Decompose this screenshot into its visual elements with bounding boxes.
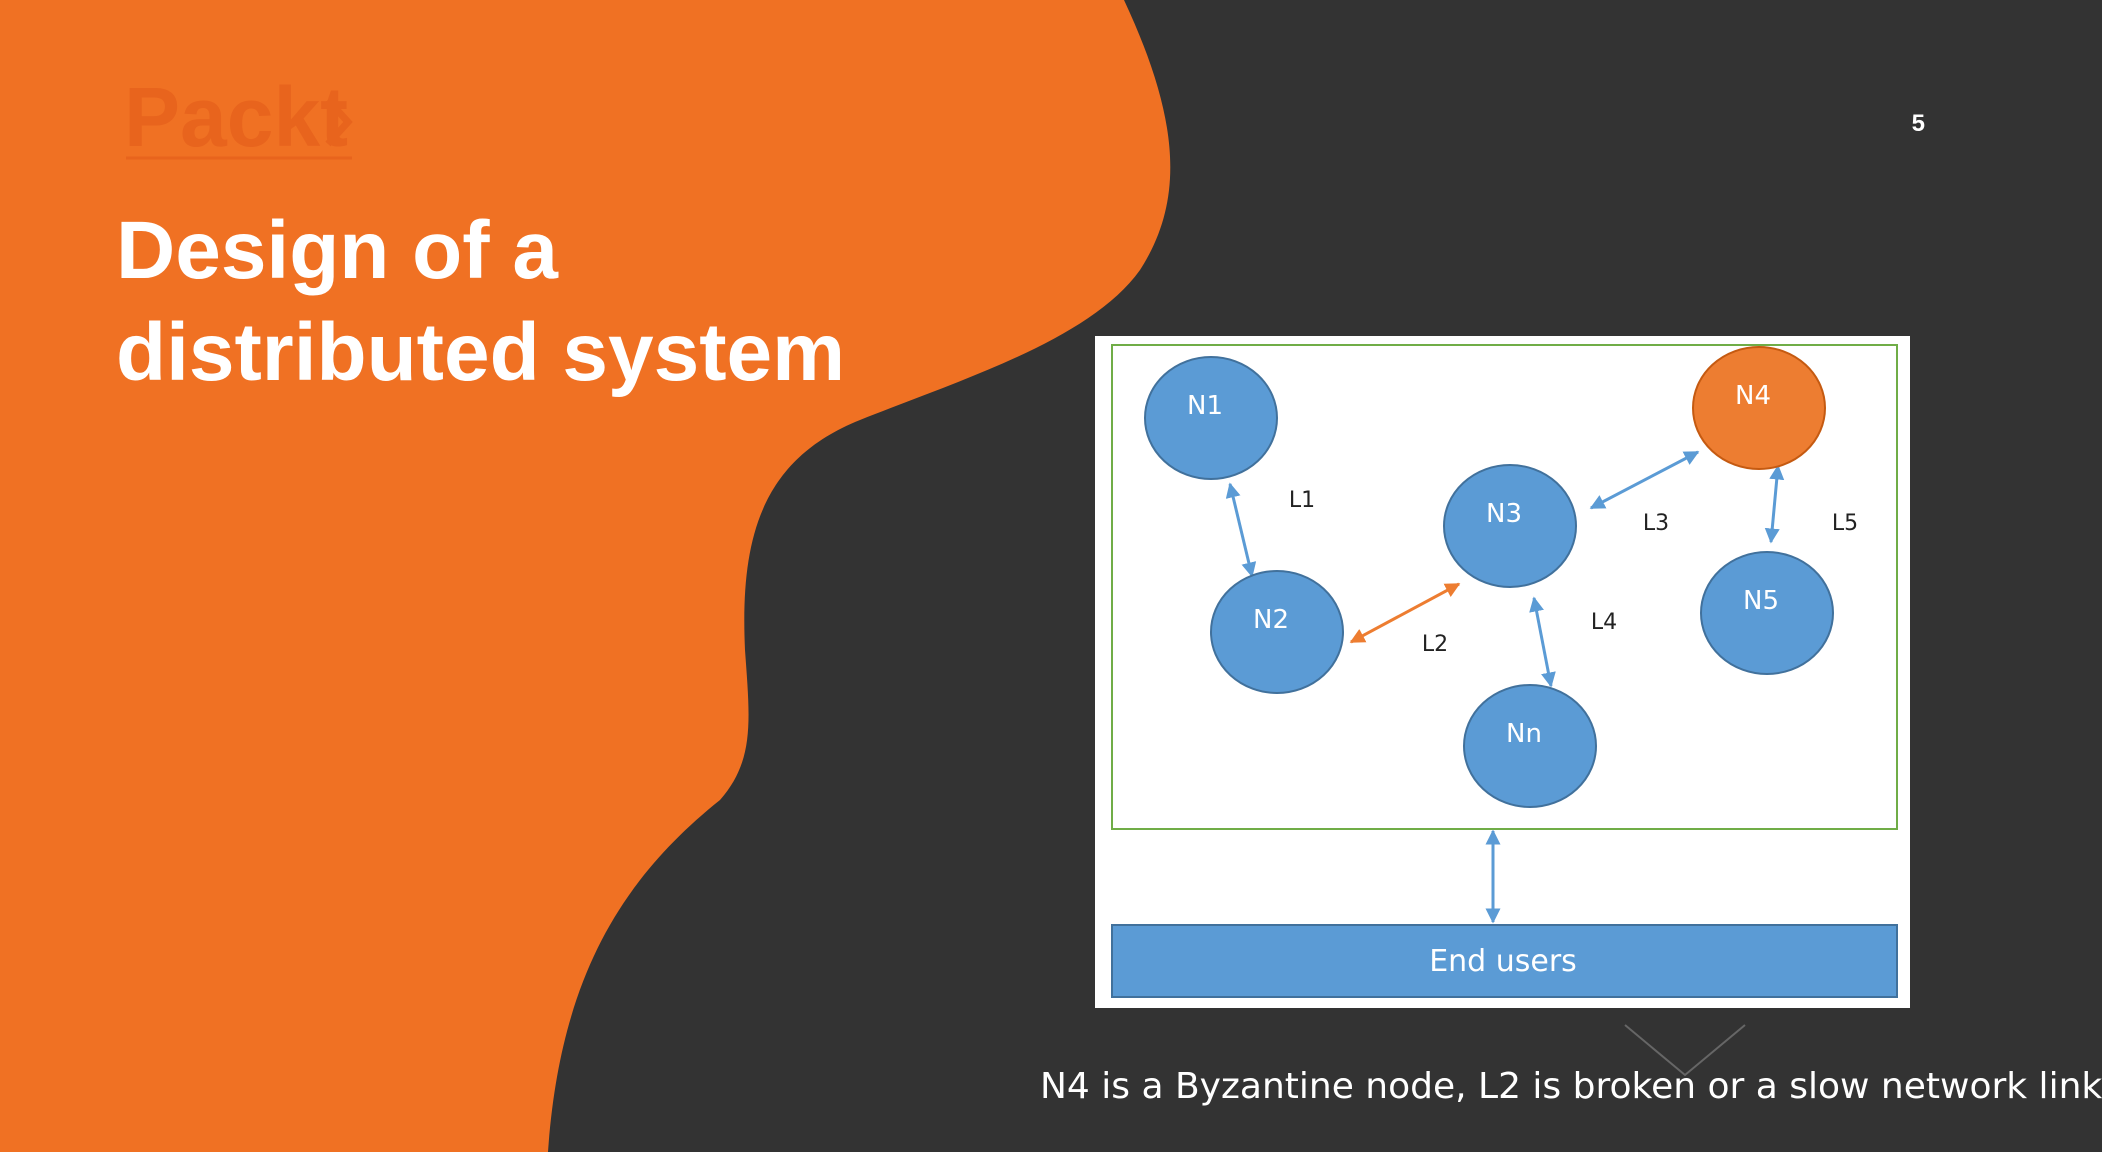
link-l2-arrow	[1349, 582, 1461, 644]
link-l2-label: L2	[1422, 632, 1448, 657]
link-l1-arrow	[1225, 482, 1257, 578]
node-n4-label: N4	[1735, 381, 1771, 411]
node-n3	[1443, 464, 1577, 588]
svg-text:Packt: Packt	[124, 70, 348, 164]
title-line-2: distributed system	[116, 307, 846, 398]
title-line-1: Design of a	[116, 205, 558, 296]
diamond-decoration	[1624, 1024, 1746, 1077]
link-l5-arrow	[1764, 464, 1785, 544]
node-n1	[1144, 356, 1278, 480]
link-l3-arrow	[1589, 450, 1700, 510]
node-n2-label: N2	[1253, 605, 1289, 635]
orange-background-shape	[0, 0, 1171, 1152]
node-nn	[1463, 684, 1597, 808]
node-n1-label: N1	[1187, 391, 1223, 421]
link-l4-label: L4	[1591, 610, 1617, 635]
link-l4-arrow	[1529, 596, 1556, 688]
slide-title: Design of a distributed system	[116, 200, 845, 404]
packt-logo: Packt	[124, 70, 353, 164]
link-l5-label: L5	[1832, 511, 1858, 536]
system-boundary	[1111, 344, 1898, 830]
caption: N4 is a Byzantine node, L2 is broken or …	[1040, 1066, 2102, 1107]
node-n5	[1700, 551, 1834, 675]
slide-number: 5	[1911, 110, 1925, 137]
end-users-label: End users	[1429, 944, 1577, 979]
node-n5-label: N5	[1743, 586, 1779, 616]
link-l1-label: L1	[1289, 488, 1315, 513]
node-n4	[1692, 346, 1826, 470]
node-nn-label: Nn	[1506, 719, 1542, 749]
end-users-box	[1111, 924, 1898, 998]
link-l3-label: L3	[1643, 511, 1669, 536]
node-n2	[1210, 570, 1344, 694]
node-n3-label: N3	[1486, 499, 1522, 529]
